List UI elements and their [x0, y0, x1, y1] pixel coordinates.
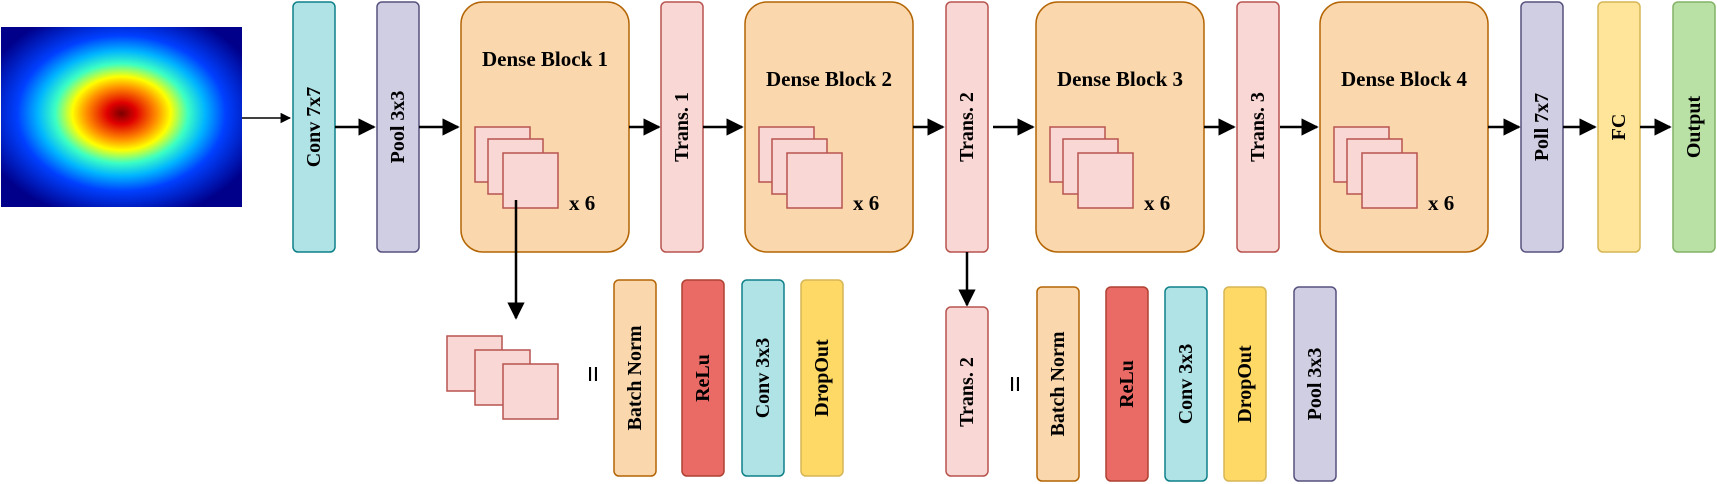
dense-block-3-repeat: x 6: [1144, 191, 1170, 215]
pool3-layer: Pool 3x3: [376, 1, 420, 253]
dense-def-batchnorm-box: [613, 279, 657, 477]
dense-def-relu-box: [681, 279, 725, 477]
trans-equals-sign: =: [999, 375, 1032, 392]
dense-layer-stack-icon: [446, 335, 559, 420]
transition-2-label: Trans. 2: [956, 92, 978, 162]
trans-def-dropout-label: DropOut: [1234, 345, 1256, 423]
dense-block-2: Dense Block 2 x 6: [744, 1, 914, 253]
pool7-layer: Poll 7x7: [1520, 1, 1564, 253]
trans-def-relu-box: [1105, 286, 1149, 482]
dense-def-conv-box: [741, 279, 785, 477]
fc-layer: FC: [1597, 1, 1641, 253]
dense-block-3-title: Dense Block 3: [1057, 67, 1183, 91]
dense-def-batchnorm-label: Batch Norm: [624, 325, 646, 430]
dense-block-3: Dense Block 3 x 6: [1035, 1, 1205, 253]
dense-layer-stack-icon: [1049, 126, 1134, 209]
trans-def-conv-label: Conv 3x3: [1175, 344, 1197, 425]
trans-def-dropout-box: [1223, 286, 1267, 482]
dense-equals-sign: =: [577, 365, 610, 382]
transition-3-label: Trans. 3: [1247, 92, 1269, 162]
transition-definition: Trans. 2 = Batch Norm ReLu Conv 3x3 Drop…: [945, 286, 1337, 482]
dense-block-2-repeat: x 6: [853, 191, 879, 215]
dense-def-conv-label: Conv 3x3: [752, 338, 774, 419]
dense-layer-stack-icon: [474, 126, 559, 209]
trans-def-pool-box: [1293, 286, 1337, 482]
dense-layer-definition: = Batch Norm ReLu Conv 3x3 DropOut: [446, 279, 844, 477]
pool3-label: Pool 3x3: [387, 91, 409, 164]
transition-1: Trans. 1: [660, 1, 704, 253]
dense-def-dropout-label: DropOut: [811, 339, 833, 417]
output-layer: Output: [1672, 1, 1716, 253]
pool7-label: Poll 7x7: [1531, 93, 1553, 161]
trans-def-batchnorm-label: Batch Norm: [1047, 331, 1069, 436]
transition-3: Trans. 3: [1236, 1, 1280, 253]
conv7-layer: Conv 7x7: [292, 1, 336, 253]
dense-block-4: Dense Block 4 x 6: [1319, 1, 1489, 253]
trans-def-name-box: [945, 306, 989, 477]
dense-block-1-repeat: x 6: [569, 191, 595, 215]
transition-2: Trans. 2: [945, 1, 989, 253]
trans-def-name-label: Trans. 2: [956, 357, 978, 427]
dense-block-4-title: Dense Block 4: [1341, 67, 1468, 91]
input-heatmap-image: [1, 27, 242, 207]
trans-def-pool-label: Pool 3x3: [1304, 348, 1326, 421]
conv7-label: Conv 7x7: [303, 87, 325, 168]
dense-block-2-title: Dense Block 2: [766, 67, 892, 91]
output-label: Output: [1683, 96, 1705, 159]
dense-layer-stack-icon: [1333, 126, 1418, 209]
dense-block-4-repeat: x 6: [1428, 191, 1454, 215]
trans-def-relu-label: ReLu: [1116, 360, 1138, 408]
transition-1-label: Trans. 1: [671, 92, 693, 162]
dense-def-relu-label: ReLu: [692, 354, 714, 402]
dense-def-dropout-box: [800, 279, 844, 477]
dense-block-1: Dense Block 1 x 6: [460, 1, 630, 253]
trans-def-batchnorm-box: [1036, 286, 1080, 482]
dense-layer-stack-icon: [758, 126, 843, 209]
fc-label: FC: [1608, 114, 1630, 141]
dense-block-1-title: Dense Block 1: [482, 47, 608, 71]
trans-def-conv-box: [1164, 286, 1208, 482]
